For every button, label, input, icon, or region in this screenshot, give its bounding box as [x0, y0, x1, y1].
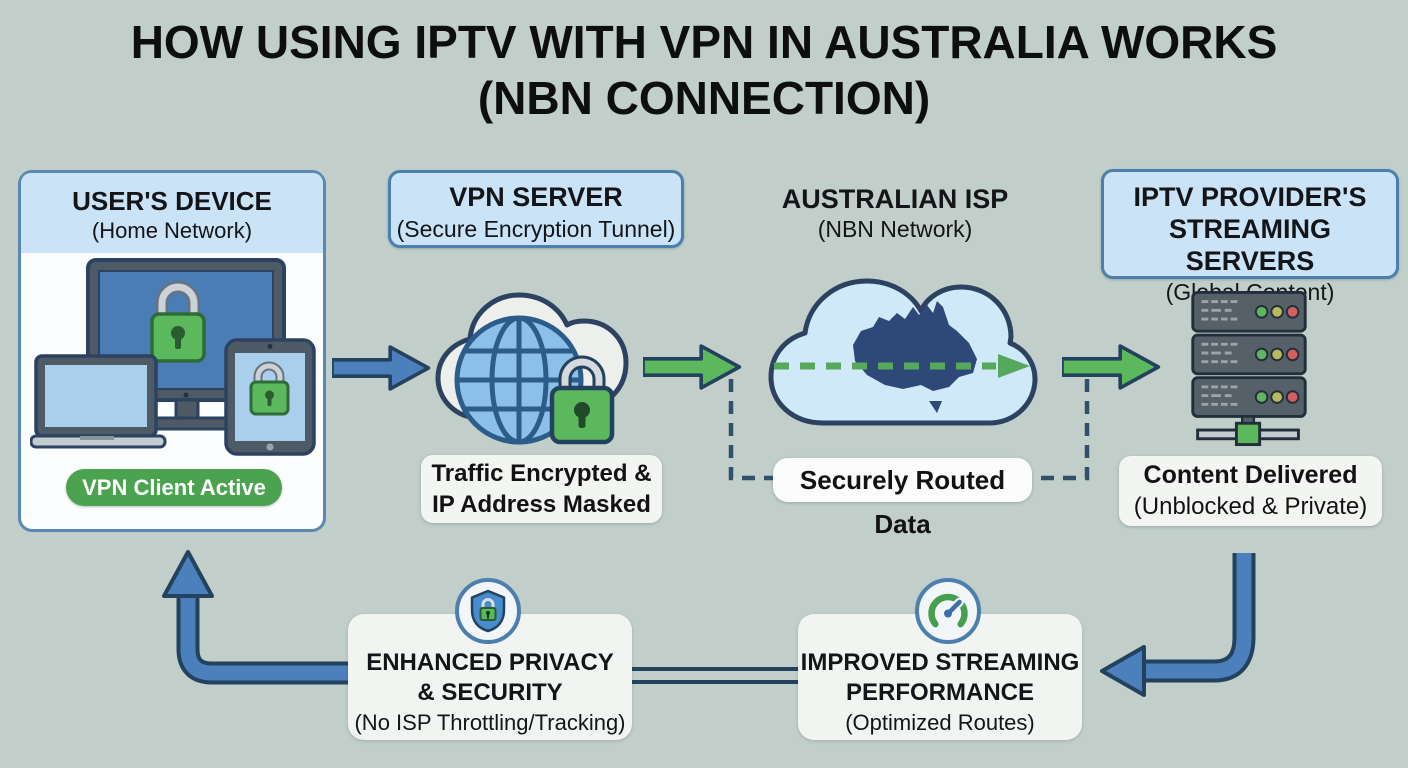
laptop-icon: [30, 354, 167, 449]
isp-header: AUSTRALIAN ISP (NBN Network): [745, 183, 1045, 244]
arrow-isp-to-iptv-icon: [1062, 344, 1161, 390]
privacy-title-line1: ENHANCED PRIVACY: [366, 649, 614, 676]
iptv-title-line2: STREAMING SERVERS: [1169, 214, 1331, 276]
devices-illustration: [30, 258, 316, 456]
padlock-icon: [549, 355, 615, 445]
vpn-caption-line1: Traffic Encrypted &: [431, 460, 652, 487]
server-rack-icon: [1191, 290, 1307, 447]
isp-title: AUSTRALIAN ISP: [781, 184, 1009, 214]
padlock-icon: [150, 281, 206, 363]
arrow-device-to-vpn-icon: [332, 345, 431, 391]
dashed-route-arrow-icon: [774, 354, 1030, 378]
vpn-server-title: VPN SERVER: [449, 182, 623, 212]
vpn-caption-line2: IP Address Masked: [432, 491, 651, 518]
dashed-bracket-right: [1041, 379, 1090, 481]
speedometer-badge: [915, 578, 981, 644]
iptv-title-line1: IPTV PROVIDER'S: [1133, 182, 1367, 212]
page-title: HOW USING IPTV WITH VPN IN AUSTRALIA WOR…: [0, 14, 1408, 126]
performance-subtitle: (Optimized Routes): [845, 710, 1035, 735]
page-title-line2: (NBN CONNECTION): [477, 72, 931, 124]
server-unit: [1191, 333, 1307, 376]
vpn-caption: Traffic Encrypted & IP Address Masked: [421, 455, 662, 523]
privacy-title-line2: & SECURITY: [417, 679, 563, 706]
user-device-header: USER'S DEVICE (Home Network): [21, 173, 323, 253]
server-unit: [1191, 376, 1307, 418]
benefit-connector-line: [632, 667, 798, 684]
performance-title-line1: IMPROVED STREAMING: [800, 649, 1080, 676]
vpn-client-active-badge: VPN Client Active: [66, 469, 282, 506]
cloud-globe-lock-icon: [435, 292, 629, 445]
iptv-caption-line2: (Unblocked & Private): [1133, 493, 1368, 520]
tablet-icon: [224, 338, 316, 456]
isp-subtitle: (NBN Network): [817, 216, 973, 242]
performance-title-line2: PERFORMANCE: [845, 679, 1034, 706]
page-title-line1: HOW USING IPTV WITH VPN IN AUSTRALIA WOR…: [130, 16, 1278, 68]
australia-map-cloud-icon: [768, 278, 1038, 426]
isp-caption: Securely Routed Data: [773, 458, 1032, 539]
vpn-server-header: VPN SERVER (Secure Encryption Tunnel): [388, 170, 684, 248]
arrow-content-to-performance-icon: [1100, 553, 1256, 697]
iptv-header: IPTV PROVIDER'S STREAMING SERVERS (Globa…: [1101, 169, 1399, 305]
iptv-caption: Content Delivered (Unblocked & Private): [1119, 456, 1382, 526]
user-device-subtitle: (Home Network): [91, 218, 253, 243]
shield-lock-badge: [455, 578, 521, 644]
server-unit: [1191, 290, 1307, 333]
vpn-server-subtitle: (Secure Encryption Tunnel): [396, 216, 676, 242]
arrow-privacy-to-device-icon: [162, 550, 350, 685]
privacy-subtitle: (No ISP Throttling/Tracking): [354, 710, 626, 735]
dashed-bracket-left: [728, 379, 777, 481]
iptv-caption-line1: Content Delivered: [1143, 461, 1358, 489]
speedometer-icon: [928, 593, 968, 628]
arrow-vpn-to-isp-icon: [643, 344, 742, 390]
user-device-title: USER'S DEVICE: [72, 186, 272, 216]
shield-lock-icon: [470, 589, 506, 633]
